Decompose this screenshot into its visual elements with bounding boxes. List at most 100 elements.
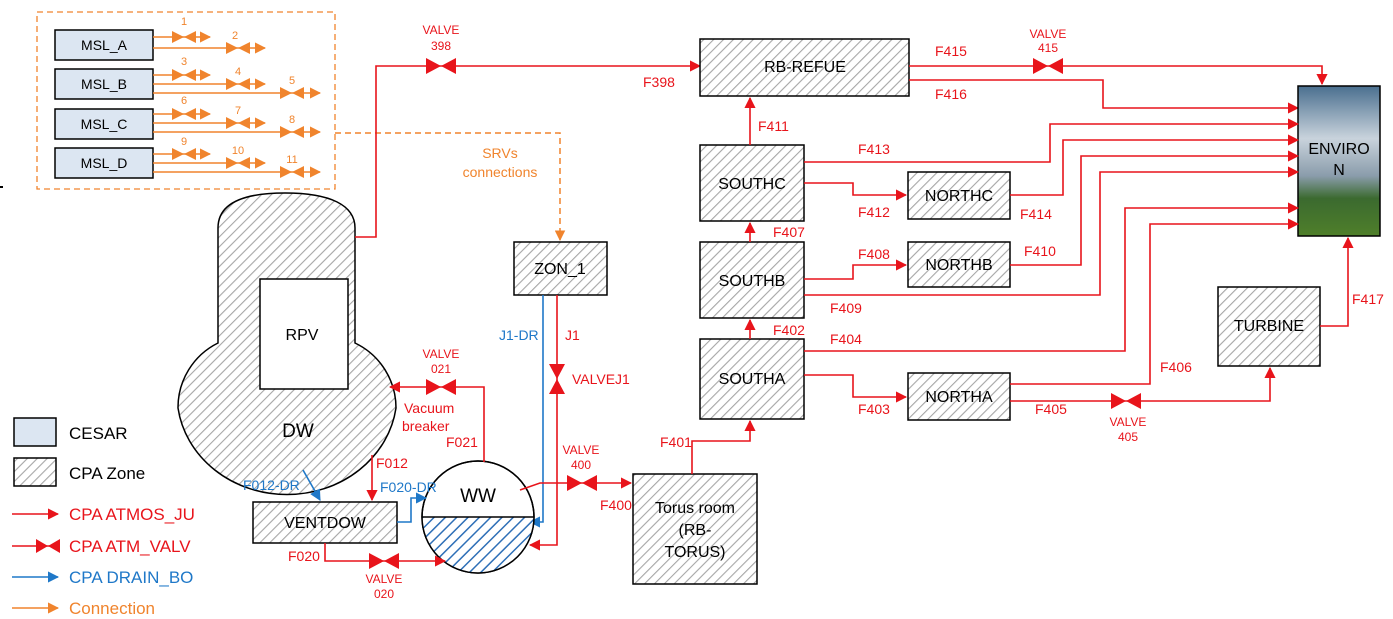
torus-label-3: TORUS) <box>664 544 725 561</box>
valve-398-label-1: VALVE <box>423 23 460 37</box>
srv-valves <box>172 31 304 178</box>
valve-400[interactable] <box>567 475 597 491</box>
valve-415-label-2: 415 <box>1038 41 1058 55</box>
valve-400-label-1: VALVE <box>563 443 600 457</box>
srv-num-4: 4 <box>235 66 241 78</box>
valve-398[interactable] <box>426 58 456 74</box>
rpv-zone[interactable] <box>259 278 349 390</box>
srv-valve-7[interactable] <box>226 117 250 129</box>
vacuum-label-2: breaker <box>402 418 450 434</box>
valve-021-label-2: 021 <box>431 362 451 376</box>
srv-valve-4[interactable] <box>226 78 250 90</box>
f020dr-label: F020-DR <box>380 479 437 495</box>
environ-label-1: ENVIRO <box>1308 141 1369 158</box>
valve-020-label-1: VALVE <box>366 572 403 586</box>
srv-connection-line <box>335 132 566 242</box>
f414-line <box>1010 134 1300 196</box>
legend-atmos-label: CPA ATMOS_JU <box>69 505 195 524</box>
dw-label: DW <box>282 421 314 442</box>
f020-label: F020 <box>288 548 320 564</box>
valve-020[interactable] <box>369 553 399 569</box>
f413-label: F413 <box>858 141 890 157</box>
f408-label: F408 <box>858 246 890 262</box>
srv-valve-2[interactable] <box>226 42 250 54</box>
srv-connections-label-1: SRVs <box>482 145 518 161</box>
valve-405[interactable] <box>1111 393 1141 409</box>
srv-valve-6[interactable] <box>172 108 196 120</box>
f020-line <box>324 543 447 567</box>
f398-label: F398 <box>643 74 675 90</box>
f417-line <box>1320 236 1354 327</box>
f416-line <box>909 79 1300 114</box>
f405-line <box>1010 366 1276 402</box>
srv-num-2: 2 <box>232 30 238 42</box>
valve-415[interactable] <box>1033 58 1063 74</box>
srv-valve-3[interactable] <box>172 69 196 81</box>
srv-valve-5[interactable] <box>280 87 304 99</box>
msl-d-label: MSL_D <box>81 155 128 171</box>
rbrefue-label: RB-REFUE <box>764 59 846 76</box>
f409-label: F409 <box>830 300 862 316</box>
ventdow-zone[interactable] <box>252 501 398 544</box>
northa-zone[interactable] <box>907 372 1011 421</box>
srv-valve-10[interactable] <box>226 157 250 169</box>
southb-label: SOUTHB <box>719 273 786 290</box>
j1dr-label: J1-DR <box>499 327 539 343</box>
msl-a-label: MSL_A <box>81 37 128 53</box>
valve-021-label-1: VALVE <box>423 347 460 361</box>
zon1-label: ZON_1 <box>534 261 586 278</box>
msl-d-box[interactable] <box>54 147 154 179</box>
srv-valve-1[interactable] <box>172 31 196 43</box>
f404-line <box>804 202 1300 352</box>
rpv-label: RPV <box>286 327 319 344</box>
southa-label: SOUTHA <box>719 371 786 388</box>
f401-line <box>691 419 756 474</box>
southa-zone[interactable] <box>699 338 805 420</box>
environ-zone[interactable] <box>1297 85 1381 237</box>
vacuum-label-1: Vacuum <box>404 400 454 416</box>
srv-connections-label-2: connections <box>463 164 538 180</box>
legend-valv-label: CPA ATM_VALV <box>69 537 191 556</box>
f020dr-line <box>397 492 428 523</box>
j1-label: J1 <box>565 327 580 343</box>
f415-label: F415 <box>935 43 967 59</box>
srv-valve-9[interactable] <box>172 148 196 160</box>
torus-room-zone[interactable] <box>632 473 758 585</box>
srv-num-11: 11 <box>286 154 297 166</box>
southb-zone[interactable] <box>699 241 805 319</box>
f402-label: F402 <box>773 322 805 338</box>
f417-label: F417 <box>1352 291 1384 307</box>
f406-label: F406 <box>1160 359 1192 375</box>
rbrefue-zone[interactable] <box>699 38 910 97</box>
srv-valve-8[interactable] <box>280 126 304 138</box>
srv-num-10: 10 <box>232 145 244 157</box>
valve-j1[interactable] <box>549 364 565 394</box>
srv-num-6: 6 <box>181 95 187 107</box>
legend-cpa-zone-swatch <box>13 457 57 487</box>
environ-label-2: N <box>1333 162 1345 179</box>
msl-a-box[interactable] <box>54 29 154 61</box>
f414-label: F414 <box>1020 206 1052 222</box>
valve-398-label-2: 398 <box>431 39 451 53</box>
srv-valve-11[interactable] <box>280 166 304 178</box>
zon1-zone[interactable] <box>513 241 608 296</box>
turbine-zone[interactable] <box>1217 286 1321 367</box>
f409-line <box>804 166 1300 296</box>
f410-line <box>1010 150 1300 266</box>
srv-num-8: 8 <box>289 114 295 126</box>
f404-label: F404 <box>830 331 862 347</box>
valve-021[interactable] <box>426 379 456 395</box>
valve-020-label-2: 020 <box>374 587 394 601</box>
torus-label-1: Torus room <box>655 500 735 517</box>
msl-c-box[interactable] <box>54 108 154 140</box>
f411-label: F411 <box>758 118 789 134</box>
torus-label-2: (RB- <box>679 522 712 539</box>
srv-group-frame <box>36 11 336 190</box>
f400-label: F400 <box>600 497 632 513</box>
legend-valv-icon <box>36 539 60 553</box>
srv-num-3: 3 <box>181 56 187 68</box>
f406-line <box>1010 218 1300 385</box>
f410-label: F410 <box>1024 243 1056 259</box>
cesar-boxes: MSL_A MSL_B MSL_C MSL_D <box>54 29 154 179</box>
